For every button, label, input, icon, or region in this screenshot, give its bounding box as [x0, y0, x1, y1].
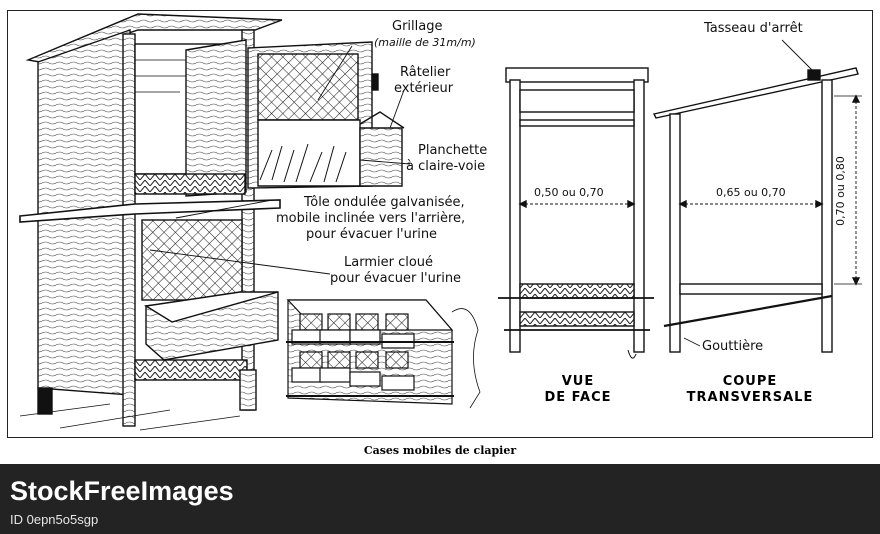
- label-tasseau: Tasseau d'arrêt: [704, 21, 803, 36]
- title-coupe-line-1: COUPE: [722, 374, 778, 389]
- hutch-stack: [286, 299, 481, 409]
- hutch-main: [19, 13, 283, 431]
- hutch-open-door: [247, 41, 405, 189]
- label-maille: (maille de 31m/m): [374, 36, 476, 49]
- label-ratelier-2: extérieur: [394, 81, 454, 96]
- figure-caption: Cases mobiles de clapier: [363, 444, 517, 457]
- stockfree-footer-bar: StockFreeImages ID 0epn5o5sgp: [0, 464, 880, 534]
- leader-lines: [149, 39, 815, 347]
- title-coupe-line-2: TRANSVERSALE: [686, 390, 814, 405]
- brand-suffix: Free: [83, 476, 141, 506]
- label-planchette-2: à claire-voie: [406, 159, 486, 174]
- label-ratelier-1: Râtelier: [400, 65, 451, 80]
- front-view-drawing: [498, 67, 654, 359]
- label-grillage: Grillage: [392, 19, 443, 34]
- image-id: ID 0epn5o5sgp: [10, 512, 99, 527]
- brand-prefix: Stock: [10, 476, 84, 506]
- label-dim-coupe: 0,65 ou 0,70: [716, 186, 786, 199]
- illustration-frame: [7, 10, 873, 438]
- label-tole-3: pour évacuer l'urine: [306, 227, 438, 242]
- rabbit-hutch-drawing: [19, 13, 862, 431]
- title-vue-de-face: VUE DE FACE: [528, 374, 628, 406]
- label-gouttiere: Gouttière: [702, 339, 764, 354]
- label-dim-vertical: 0,70 ou 0,80: [833, 156, 847, 226]
- label-larmier-1: Larmier cloué: [344, 255, 434, 270]
- title-vue-line-2: DE FACE: [544, 390, 612, 405]
- brand-tail: Images: [140, 476, 234, 506]
- label-planchette-1: Planchette: [418, 143, 488, 158]
- label-tole-1: Tôle ondulée galvanisée,: [304, 195, 465, 210]
- stockfree-logo[interactable]: StockFreeImages: [10, 476, 234, 507]
- label-larmier-2: pour évacuer l'urine: [330, 271, 462, 286]
- cross-section-drawing: [652, 67, 862, 353]
- label-dim-face: 0,50 ou 0,70: [534, 186, 604, 199]
- label-tole-2: mobile inclinée vers l'arrière,: [276, 211, 466, 226]
- title-coupe-transversale: COUPE TRANSVERSALE: [682, 374, 818, 406]
- title-vue-line-1: VUE: [561, 374, 595, 389]
